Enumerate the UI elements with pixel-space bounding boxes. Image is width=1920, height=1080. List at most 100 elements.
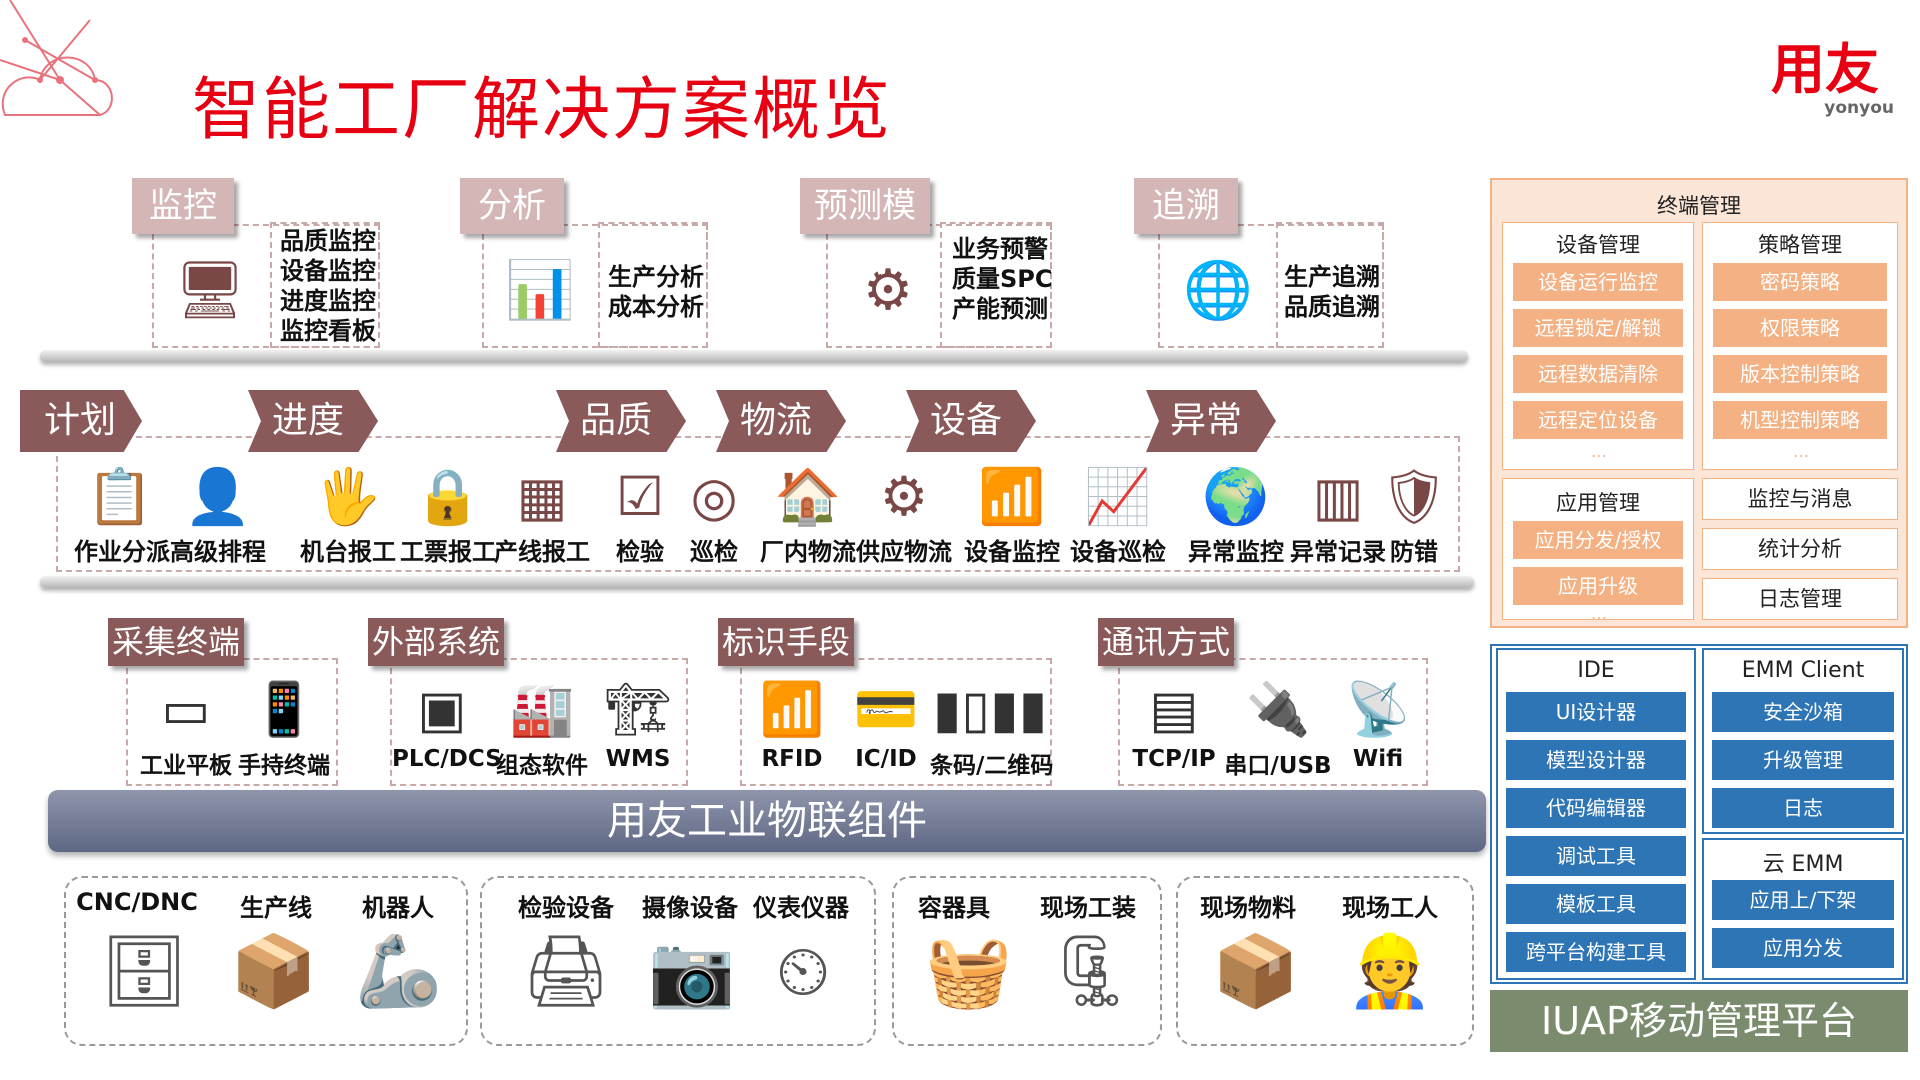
- rfid-icon: 📶: [759, 680, 825, 740]
- ellipsis: …: [1591, 604, 1607, 623]
- card-icon: 💳: [853, 680, 919, 740]
- container-icon: 🧺: [925, 930, 1013, 1012]
- proc-exception-monitor: 🌍异常监控: [1184, 462, 1288, 567]
- ide-item-1[interactable]: 模型设计器: [1506, 740, 1686, 780]
- handheld-scanner-icon: 📱: [251, 680, 317, 740]
- device-group-4: [1176, 876, 1474, 1046]
- grid-calendar-icon: ▦: [516, 465, 568, 528]
- camera-icon: 📷: [648, 930, 736, 1012]
- material-box-icon: 📦: [1212, 930, 1300, 1012]
- top-items-analysis: 生产分析 成本分析: [608, 263, 704, 321]
- mid-item-handheld: 📱手持终端: [234, 674, 334, 780]
- device-tooling-label: 现场工装: [1040, 894, 1136, 922]
- tab-communication: 通讯方式: [1098, 618, 1234, 666]
- network-globe-icon: 🌐: [1183, 258, 1253, 323]
- mid-item-icid: 💳IC/ID: [838, 674, 934, 772]
- head-gear-icon: 👤: [184, 465, 252, 528]
- policy-mgmt-box: 策略管理 密码策略 权限策略 版本控制策略 机型控制策略 …: [1702, 222, 1898, 470]
- proc-line-report: ▦产线报工: [490, 462, 594, 567]
- tooling-icon: 🗜: [1046, 930, 1136, 1012]
- tab-trace: 追溯: [1134, 178, 1238, 234]
- policy-mgmt-title: 策略管理: [1758, 233, 1842, 257]
- warehouse-truck-icon: 🏠: [774, 465, 842, 528]
- cloud-item-0[interactable]: 应用上/下架: [1712, 880, 1894, 920]
- mid-item-wms: 🏗WMS: [590, 674, 686, 772]
- monitor-icon: 🖥: [174, 258, 246, 323]
- ellipsis: …: [1591, 442, 1607, 461]
- device-mgmt-item-2[interactable]: 远程数据清除: [1513, 355, 1683, 393]
- device-meter-label: 仪表仪器: [753, 894, 849, 922]
- emm-item-2[interactable]: 日志: [1712, 788, 1894, 828]
- app-mgmt-item-1[interactable]: 应用升级: [1513, 567, 1683, 605]
- proc-equip-patrol: 📈设备巡检: [1066, 462, 1170, 567]
- app-mgmt-title: 应用管理: [1556, 491, 1640, 515]
- emm-client-title: EMM Client: [1741, 658, 1865, 683]
- policy-item-3[interactable]: 机型控制策略: [1713, 401, 1887, 439]
- proc-ticket-report: 🔒工票报工: [396, 462, 500, 567]
- shelf-top: [40, 350, 1468, 362]
- ide-item-4[interactable]: 模板工具: [1506, 884, 1686, 924]
- mid-frame-external: [390, 658, 688, 786]
- terminal-title: 终端管理: [1657, 194, 1741, 218]
- rising-chart-icon: 📈: [1084, 465, 1152, 528]
- mid-frame-identify: [740, 658, 1052, 786]
- ide-item-0[interactable]: UI设计器: [1506, 692, 1686, 732]
- globe-laptop-icon: 🌍: [1202, 465, 1270, 528]
- shelf-middle: [40, 576, 1474, 588]
- tab-analysis: 分析: [460, 178, 564, 234]
- tab-external-system: 外部系统: [368, 618, 504, 666]
- step-logistics: 物流: [716, 390, 846, 452]
- policy-item-2[interactable]: 版本控制策略: [1713, 355, 1887, 393]
- emm-client-box: EMM Client 安全沙箱 升级管理 日志: [1702, 648, 1904, 834]
- top-items-monitor: 品质监控 设备监控 进度监控 监控看板: [280, 227, 376, 345]
- proc-advanced-schedule: 👤高级排程: [168, 462, 268, 567]
- device-worker-label: 现场工人: [1342, 894, 1438, 922]
- ide-item-3[interactable]: 调试工具: [1506, 836, 1686, 876]
- device-group-1: [64, 876, 468, 1046]
- cloud-item-1[interactable]: 应用分发: [1712, 928, 1894, 968]
- hand-screen-icon: 🖐: [314, 465, 382, 528]
- inspection-device-icon: 🖨: [521, 930, 611, 1012]
- device-group-3: [892, 876, 1162, 1046]
- top-items-box-3: [940, 222, 1052, 348]
- tab-monitor: 监控: [132, 178, 234, 234]
- proc-equip-monitor: 📶设备监控: [960, 462, 1064, 567]
- top-items-forecast: 业务预警 质量SPC 产能预测: [952, 235, 1053, 323]
- mid-item-scada: 🏭组态软件: [492, 674, 592, 780]
- proc-exception-record: ▥异常记录: [1286, 462, 1390, 567]
- cnc-machine-icon: 🗄: [99, 930, 189, 1012]
- ellipsis: …: [1793, 442, 1809, 461]
- emm-item-0[interactable]: 安全沙箱: [1712, 692, 1894, 732]
- chip-icon: ▣: [417, 680, 467, 740]
- logo-sub: yonyou: [1824, 98, 1894, 118]
- bar-gear-icon: 📶: [978, 465, 1046, 528]
- emm-item-1[interactable]: 升级管理: [1712, 740, 1894, 780]
- device-container-label: 容器具: [918, 894, 990, 922]
- statistics-box: 统计分析: [1702, 528, 1898, 570]
- gauge-icon: ⏲: [775, 930, 831, 1012]
- iot-component-bar: 用友工业物联组件: [48, 790, 1486, 852]
- step-equipment: 设备: [906, 390, 1036, 452]
- step-exception: 异常: [1146, 390, 1276, 452]
- device-group-2: [480, 876, 876, 1046]
- iuap-platform-title: IUAP移动管理平台: [1490, 990, 1908, 1052]
- globe-window-icon: ◎: [690, 465, 738, 528]
- tablet-chart-icon: 📋: [86, 465, 154, 528]
- device-mgmt-item-1[interactable]: 远程锁定/解锁: [1513, 309, 1683, 347]
- top-items-trace: 生产追溯 品质追溯: [1284, 263, 1380, 321]
- policy-item-1[interactable]: 权限策略: [1713, 309, 1887, 347]
- device-line-label: 生产线: [240, 894, 312, 922]
- device-material-label: 现场物料: [1200, 894, 1296, 922]
- ide-item-2[interactable]: 代码编辑器: [1506, 788, 1686, 828]
- app-mgmt-item-0[interactable]: 应用分发/授权: [1513, 521, 1683, 559]
- checklist-icon: ☑: [615, 465, 665, 528]
- robot-arm-icon: 🦾: [355, 930, 443, 1012]
- mid-item-wifi: 📡Wifi: [1330, 674, 1426, 772]
- ide-item-5[interactable]: 跨平台构建工具: [1506, 932, 1686, 972]
- production-line-icon: 📦: [230, 930, 318, 1012]
- step-plan: 计划: [20, 390, 142, 452]
- policy-item-0[interactable]: 密码策略: [1713, 263, 1887, 301]
- device-mgmt-item-3[interactable]: 远程定位设备: [1513, 401, 1683, 439]
- device-mgmt-item-0[interactable]: 设备运行监控: [1513, 263, 1683, 301]
- mid-item-tcpip: ▤TCP/IP: [1122, 674, 1226, 772]
